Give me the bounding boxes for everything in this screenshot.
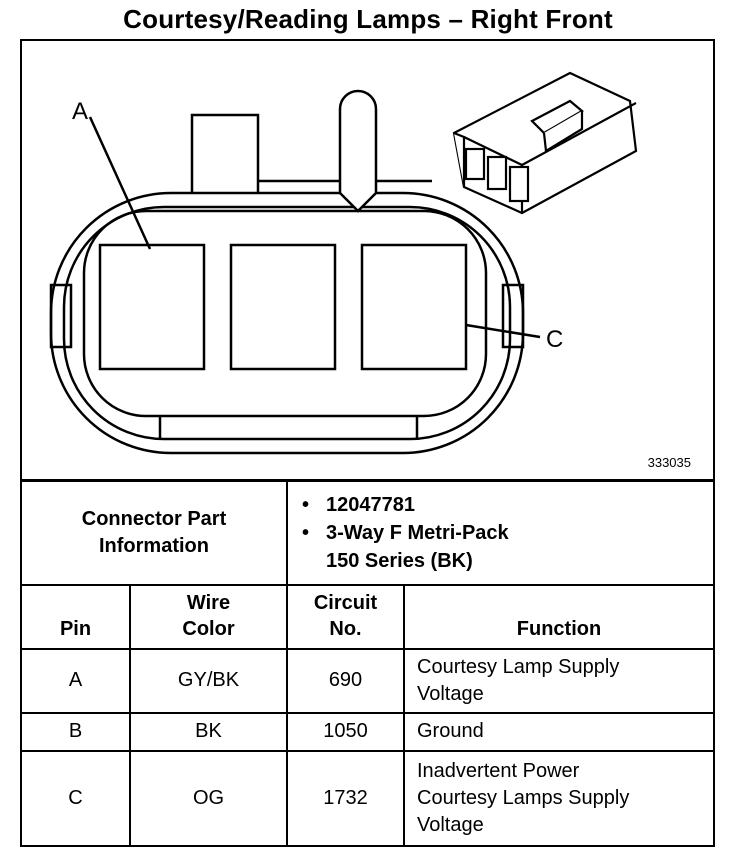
pinout-table: Connector Part Information 12047781 3-Wa… [22,479,713,845]
connector-info-values: 12047781 3-Way F Metri-Pack 150 Series (… [286,479,713,586]
header-function: Function [403,583,713,650]
table-row: C OG 1732 Inadvertent Power Courtesy Lam… [22,749,713,845]
leader-c [465,323,541,339]
wire-color-cell: GY/BK [129,647,288,714]
cavity-b [229,243,337,371]
callout-c: C [546,326,563,353]
pin-cell: B [22,711,131,752]
wire-color-cell: OG [129,749,288,845]
connector-housing-inner [62,205,512,441]
pin-cell: A [22,647,131,714]
part-number: 12047781 [302,491,713,519]
connector-key-tab [338,89,378,213]
connector-info-label: Connector Part Information [22,479,288,586]
header-wire-color: Wire Color [129,583,288,650]
table-row: A GY/BK 690 Courtesy Lamp Supply Voltage [22,647,713,714]
page-title: Courtesy/Reading Lamps – Right Front [123,4,613,34]
connector-description-line1: 3-Way F Metri-Pack [302,519,713,547]
circuit-cell: 1732 [286,749,405,845]
connector-description-line2: 150 Series (BK) [326,549,473,572]
leader-a [88,116,152,250]
connector-info-row: Connector Part Information 12047781 3-Wa… [22,479,713,586]
side-rib-left [49,283,73,349]
circuit-cell: 690 [286,647,405,714]
function-cell: Ground [403,711,713,752]
connector-frame: A C 333035 Connector Part Information 12… [20,39,715,847]
header-circuit: Circuit No. [286,583,405,650]
wire-color-cell: BK [129,711,288,752]
connector-iso-view [452,71,638,215]
header-pin: Pin [22,583,131,650]
side-rib-right [501,283,525,349]
connector-drawing: A C [49,71,638,455]
function-cell: Inadvertent Power Courtesy Lamps Supply … [403,749,713,845]
figure-id: 333035 [647,455,691,470]
table-row: B BK 1050 Ground [22,711,713,752]
connector-figure: A C 333035 [22,41,713,479]
cavity-c [360,243,468,371]
connector-lock-tab [190,113,260,193]
connector-housing-outer [49,191,525,455]
function-cell: Courtesy Lamp Supply Voltage [403,647,713,714]
table-header-row: Pin Wire Color Circuit No. Function [22,583,713,650]
circuit-cell: 1050 [286,711,405,752]
pin-cell: C [22,749,131,845]
cavity-a [98,243,206,371]
cavity-surround [82,209,488,418]
callout-a: A [72,98,88,125]
